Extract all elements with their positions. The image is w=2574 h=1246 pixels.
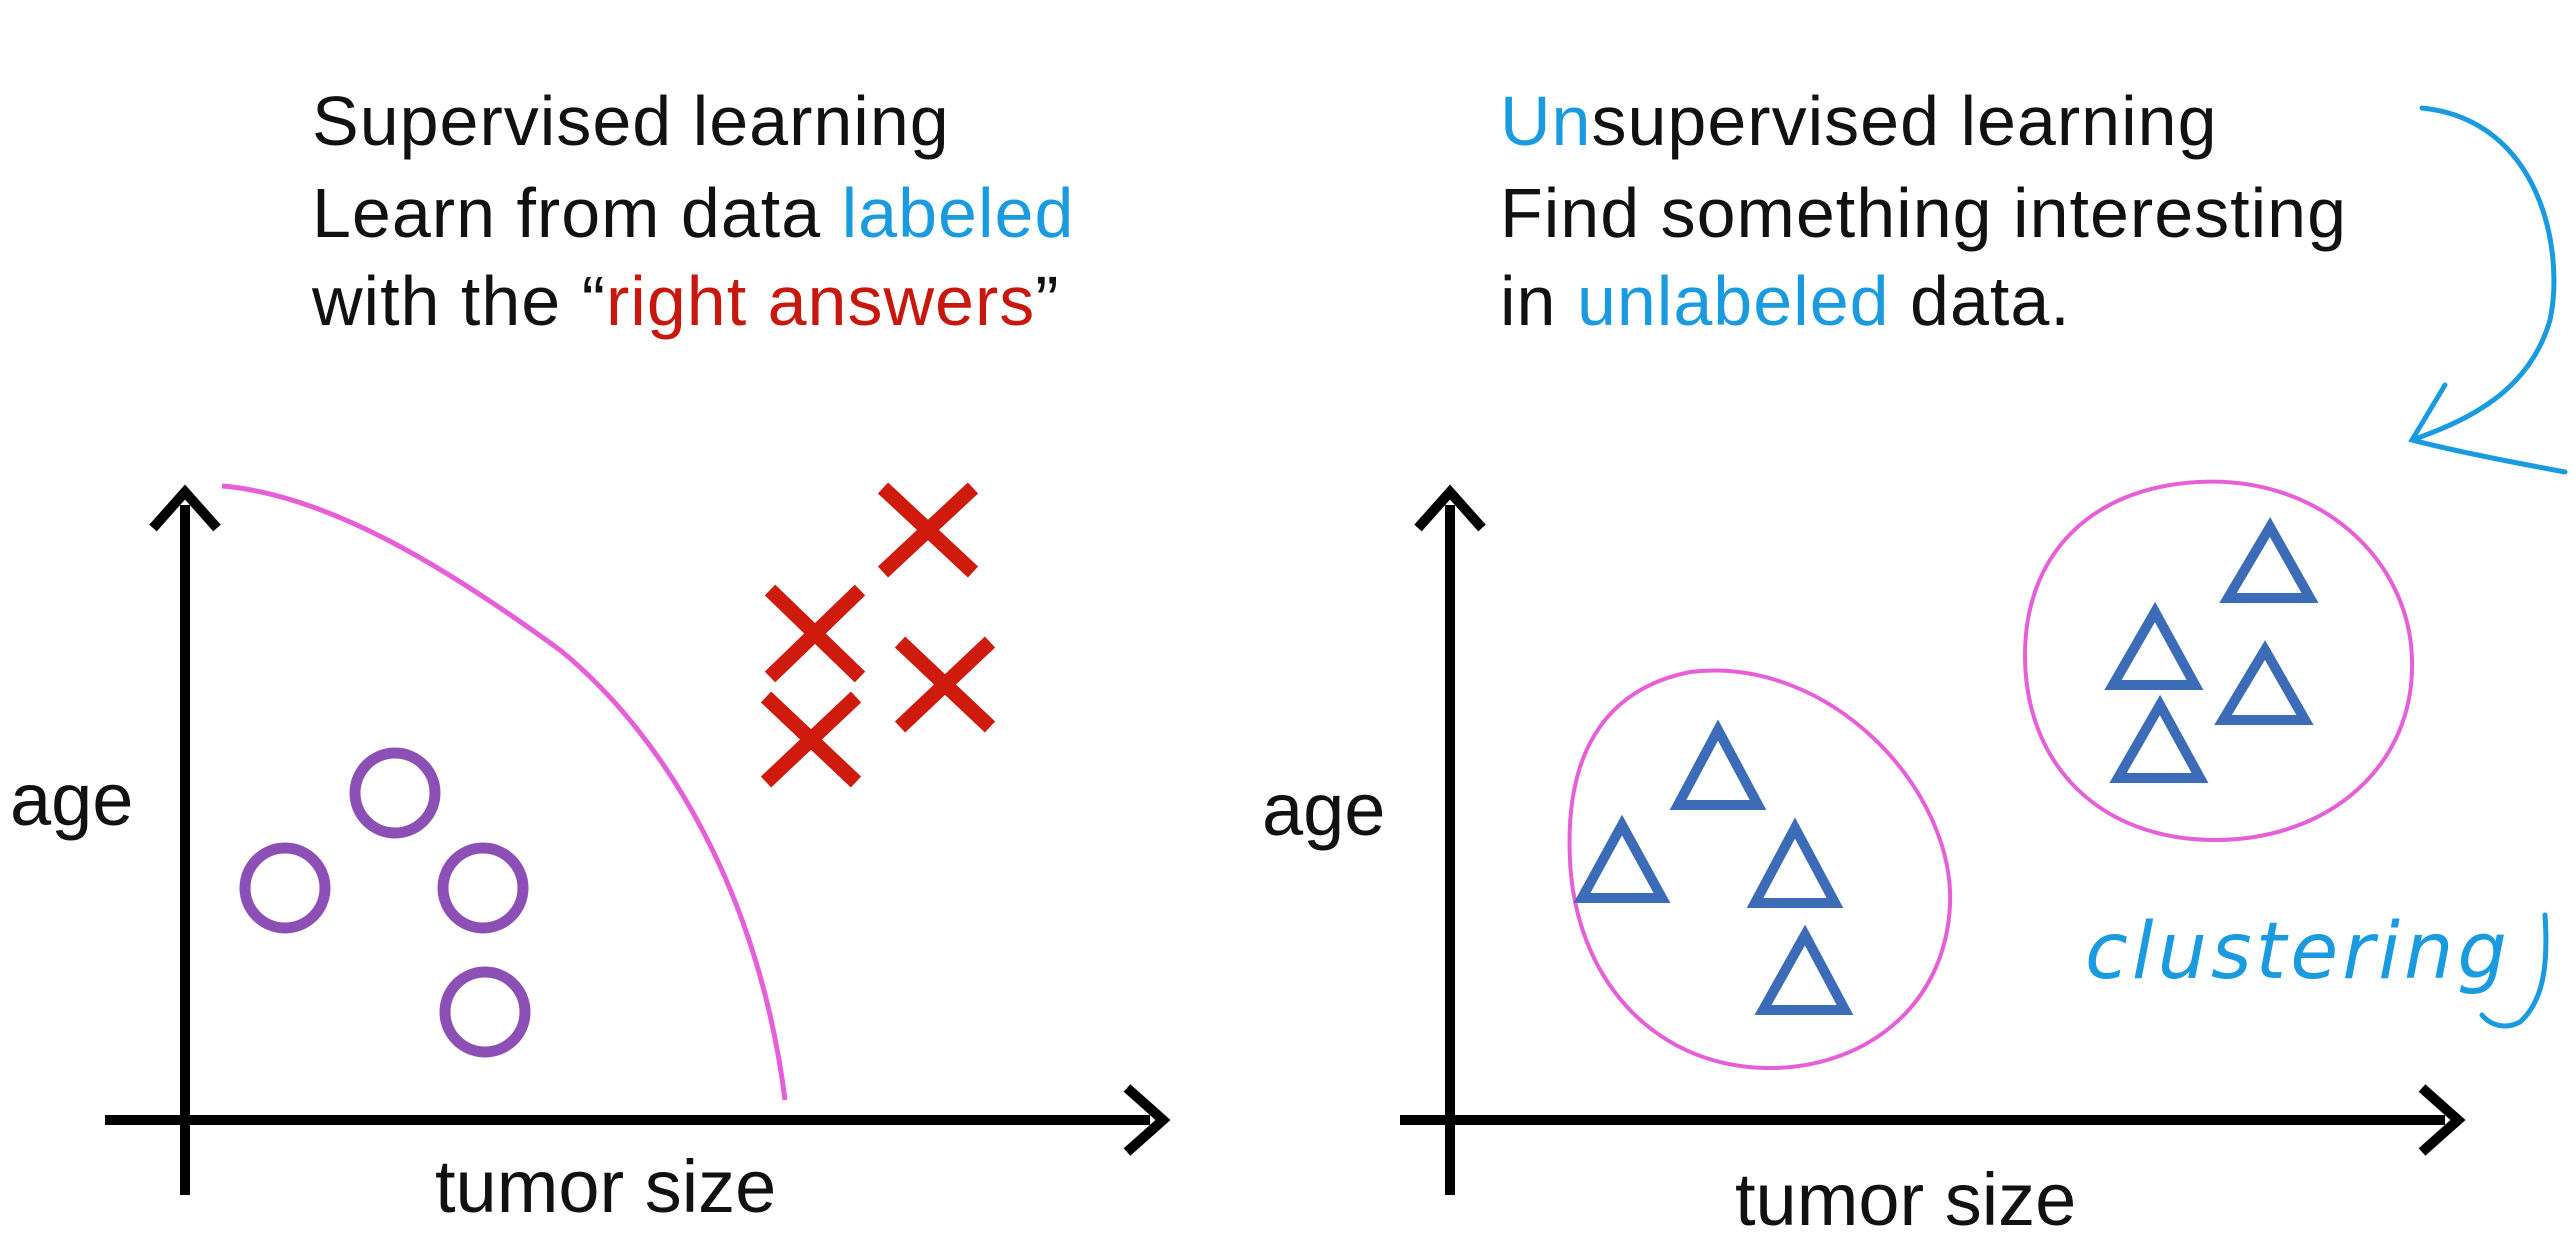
cluster-1-triangles bbox=[1573, 719, 1854, 1015]
malignant-crosses bbox=[760, 482, 996, 788]
malignant-cross bbox=[760, 691, 862, 788]
cluster-point-triangle bbox=[1754, 924, 1854, 1015]
cluster-point-triangle bbox=[2109, 694, 2209, 783]
supervised-line-3-highlight: right answers bbox=[606, 262, 1035, 340]
unsupervised-heading-rest: supervised learning bbox=[1591, 82, 2217, 160]
benign-circle bbox=[437, 842, 529, 934]
unsupervised-plot: age tumor size clustering bbox=[1262, 479, 2549, 1241]
supervised-line-2-highlight: labeled bbox=[842, 174, 1075, 252]
cluster-outline-2 bbox=[2022, 479, 2415, 843]
unsupervised-line-3: in unlabeled data. bbox=[1500, 262, 2071, 340]
cluster-point-triangle bbox=[1746, 817, 1844, 908]
supervised-line-2-prefix: Learn from data bbox=[312, 174, 842, 252]
unsupervised-y-label: age bbox=[1262, 768, 1385, 851]
supervised-line-3-prefix: with the “ bbox=[311, 262, 606, 340]
cluster-2-triangles bbox=[2104, 517, 2319, 783]
benign-circle bbox=[349, 747, 441, 839]
benign-circle bbox=[239, 842, 331, 934]
unsupervised-heading-highlight: Un bbox=[1500, 82, 1591, 160]
supervised-line-3: with the “right answers” bbox=[311, 262, 1060, 340]
supervised-y-arrowhead bbox=[149, 484, 221, 532]
supervised-heading: Supervised learning bbox=[312, 82, 950, 160]
unsupervised-line-3-prefix: in bbox=[1500, 262, 1577, 340]
supervised-line-3-suffix: ” bbox=[1035, 262, 1059, 340]
cluster-point-triangle bbox=[2214, 640, 2314, 725]
decision-boundary bbox=[221, 483, 788, 1101]
malignant-cross bbox=[894, 636, 996, 733]
malignant-cross bbox=[764, 584, 866, 683]
unsupervised-y-arrowhead bbox=[1414, 484, 1486, 532]
unsupervised-heading: Unsupervised learning bbox=[1500, 82, 2218, 160]
benign-circle bbox=[439, 966, 531, 1058]
unsupervised-x-label: tumor size bbox=[1735, 1158, 2076, 1241]
supervised-x-label: tumor size bbox=[435, 1145, 776, 1228]
supervised-x-arrowhead bbox=[1123, 1084, 1171, 1156]
cluster-outline-1 bbox=[1567, 668, 1953, 1071]
unsupervised-line-2: Find something interesting bbox=[1500, 174, 2347, 252]
supervised-plot: age tumor size bbox=[10, 482, 1171, 1228]
unsupervised-x-arrowhead bbox=[2418, 1084, 2466, 1156]
supervised-y-label: age bbox=[10, 758, 133, 841]
cluster-point-triangle bbox=[2104, 601, 2204, 690]
clustering-g-descender bbox=[2479, 912, 2549, 1029]
cluster-point-triangle bbox=[2219, 517, 2319, 603]
unsupervised-line-3-highlight: unlabeled bbox=[1577, 262, 1890, 340]
unsupervised-heading-block: Unsupervised learning Find something int… bbox=[1500, 82, 2347, 340]
cluster-point-triangle bbox=[1573, 814, 1671, 903]
cluster-point-triangle bbox=[1669, 719, 1767, 810]
curved-arrow-icon bbox=[2408, 105, 2568, 475]
unsupervised-line-3-suffix: data. bbox=[1890, 262, 2071, 340]
supervised-heading-block: Supervised learning Learn from data labe… bbox=[311, 82, 1074, 340]
supervised-line-2: Learn from data labeled bbox=[312, 174, 1074, 252]
malignant-cross bbox=[877, 482, 979, 578]
clustering-annotation: clustering bbox=[2085, 907, 2511, 997]
